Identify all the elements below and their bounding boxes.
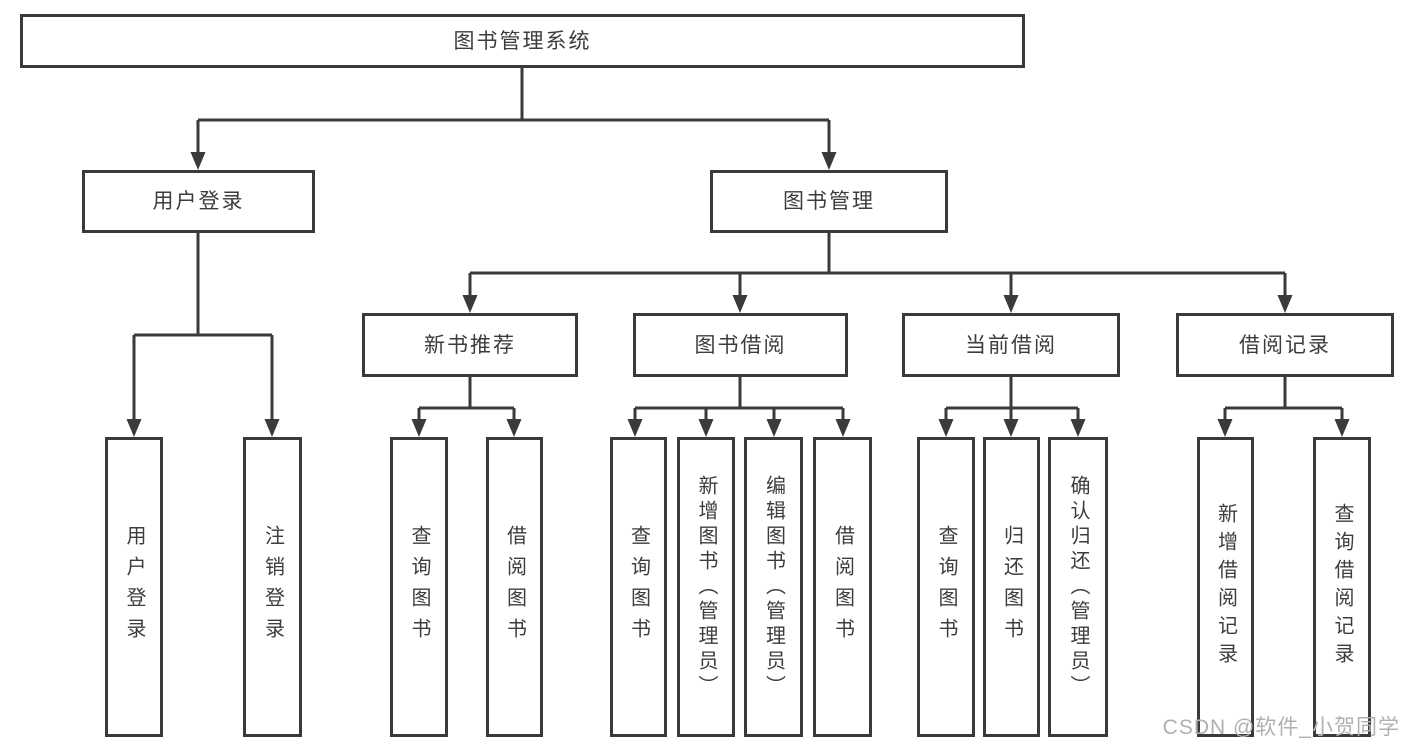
split-borrow-records — [1217, 377, 1350, 437]
node-current-borrowing: 当前借阅 — [902, 313, 1120, 377]
arrowheads — [1217, 419, 1350, 437]
node-book-management: 图书管理 — [710, 170, 948, 233]
arrowheads — [126, 419, 280, 437]
leaf-add-book-admin: 新增图书（管理员） — [677, 437, 735, 737]
node-root: 图书管理系统 — [20, 14, 1025, 68]
split-book-borrowing — [627, 377, 851, 437]
watermark-text: CSDN @软件_小贺同学 — [1162, 716, 1400, 739]
split-book-management — [462, 233, 1293, 313]
leaf-logout: 注销登录 — [243, 437, 302, 737]
leaf-borrow-books-borrowing: 借阅图书 — [813, 437, 872, 737]
leaf-return-book: 归还图书 — [983, 437, 1040, 737]
leaf-edit-book-admin: 编辑图书（管理员） — [744, 437, 803, 737]
node-user-login: 用户登录 — [82, 170, 315, 233]
leaf-query-books-current: 查询图书 — [917, 437, 975, 737]
node-borrowing-records: 借阅记录 — [1176, 313, 1394, 377]
arrowheads — [627, 419, 851, 437]
arrowheads — [462, 295, 1293, 313]
leaf-confirm-return-admin: 确认归还（管理员） — [1048, 437, 1108, 737]
split-new-book — [411, 377, 522, 437]
leaf-add-borrow-record: 新增借阅记录 — [1197, 437, 1254, 737]
leaf-borrow-books-recommend: 借阅图书 — [486, 437, 543, 737]
arrowheads — [190, 152, 837, 170]
leaf-user-login: 用户登录 — [105, 437, 163, 737]
arrowheads — [938, 419, 1086, 437]
node-book-borrowing: 图书借阅 — [633, 313, 848, 377]
leaf-query-borrow-record: 查询借阅记录 — [1313, 437, 1371, 737]
split-current-borrow — [938, 377, 1086, 437]
leaf-query-books-recommend: 查询图书 — [390, 437, 448, 737]
leaf-query-books-borrowing: 查询图书 — [610, 437, 667, 737]
split-root — [190, 68, 837, 170]
node-new-book-recommend: 新书推荐 — [362, 313, 578, 377]
split-user-login — [126, 233, 280, 437]
arrowheads — [411, 419, 522, 437]
